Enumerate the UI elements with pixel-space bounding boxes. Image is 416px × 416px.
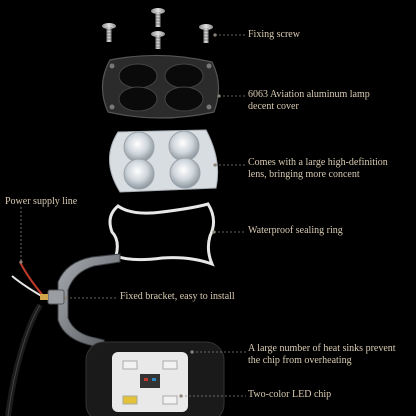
label-power-supply: Power supply line [5,196,77,208]
lens-plate [109,129,219,193]
leader-lines [19,33,246,398]
label-text: 6063 Aviation aluminum lamp [248,89,370,100]
label-text: the chip from overheating [248,355,352,366]
label-text: Comes with a large high-definition [248,157,388,168]
sealing-ring [108,202,215,267]
power-supply-wires [5,261,46,416]
label-text: Power supply line [5,196,78,207]
label-heat-sinks: A large number of heat sinks prevent the… [248,343,396,367]
label-text: Fixing screw [248,29,300,40]
led-housing [85,341,225,416]
label-text: A large number of heat sinks prevent [248,343,396,354]
screw-icon [151,31,165,49]
fixing-screws [102,8,213,49]
mounting-bracket [40,253,121,349]
aluminum-cover [101,54,220,119]
label-text: lens, bringing more concent [248,169,360,180]
label-text: Waterproof sealing ring [248,225,343,236]
screw-icon [102,23,116,42]
label-text: Two-color LED chip [248,389,332,400]
label-lens: Comes with a large high-definition lens,… [248,157,388,181]
label-text: decent cover [248,101,299,112]
label-fixing-screw: Fixing screw [248,29,300,41]
label-led-chip: Two-color LED chip [248,389,331,401]
label-aluminum-cover: 6063 Aviation aluminum lamp decent cover [248,89,370,113]
label-text: Fixed bracket, easy to install [120,291,235,302]
label-bracket: Fixed bracket, easy to install [120,291,235,303]
screw-icon [151,8,165,27]
screw-icon [199,24,213,43]
label-sealing-ring: Waterproof sealing ring [248,225,343,237]
